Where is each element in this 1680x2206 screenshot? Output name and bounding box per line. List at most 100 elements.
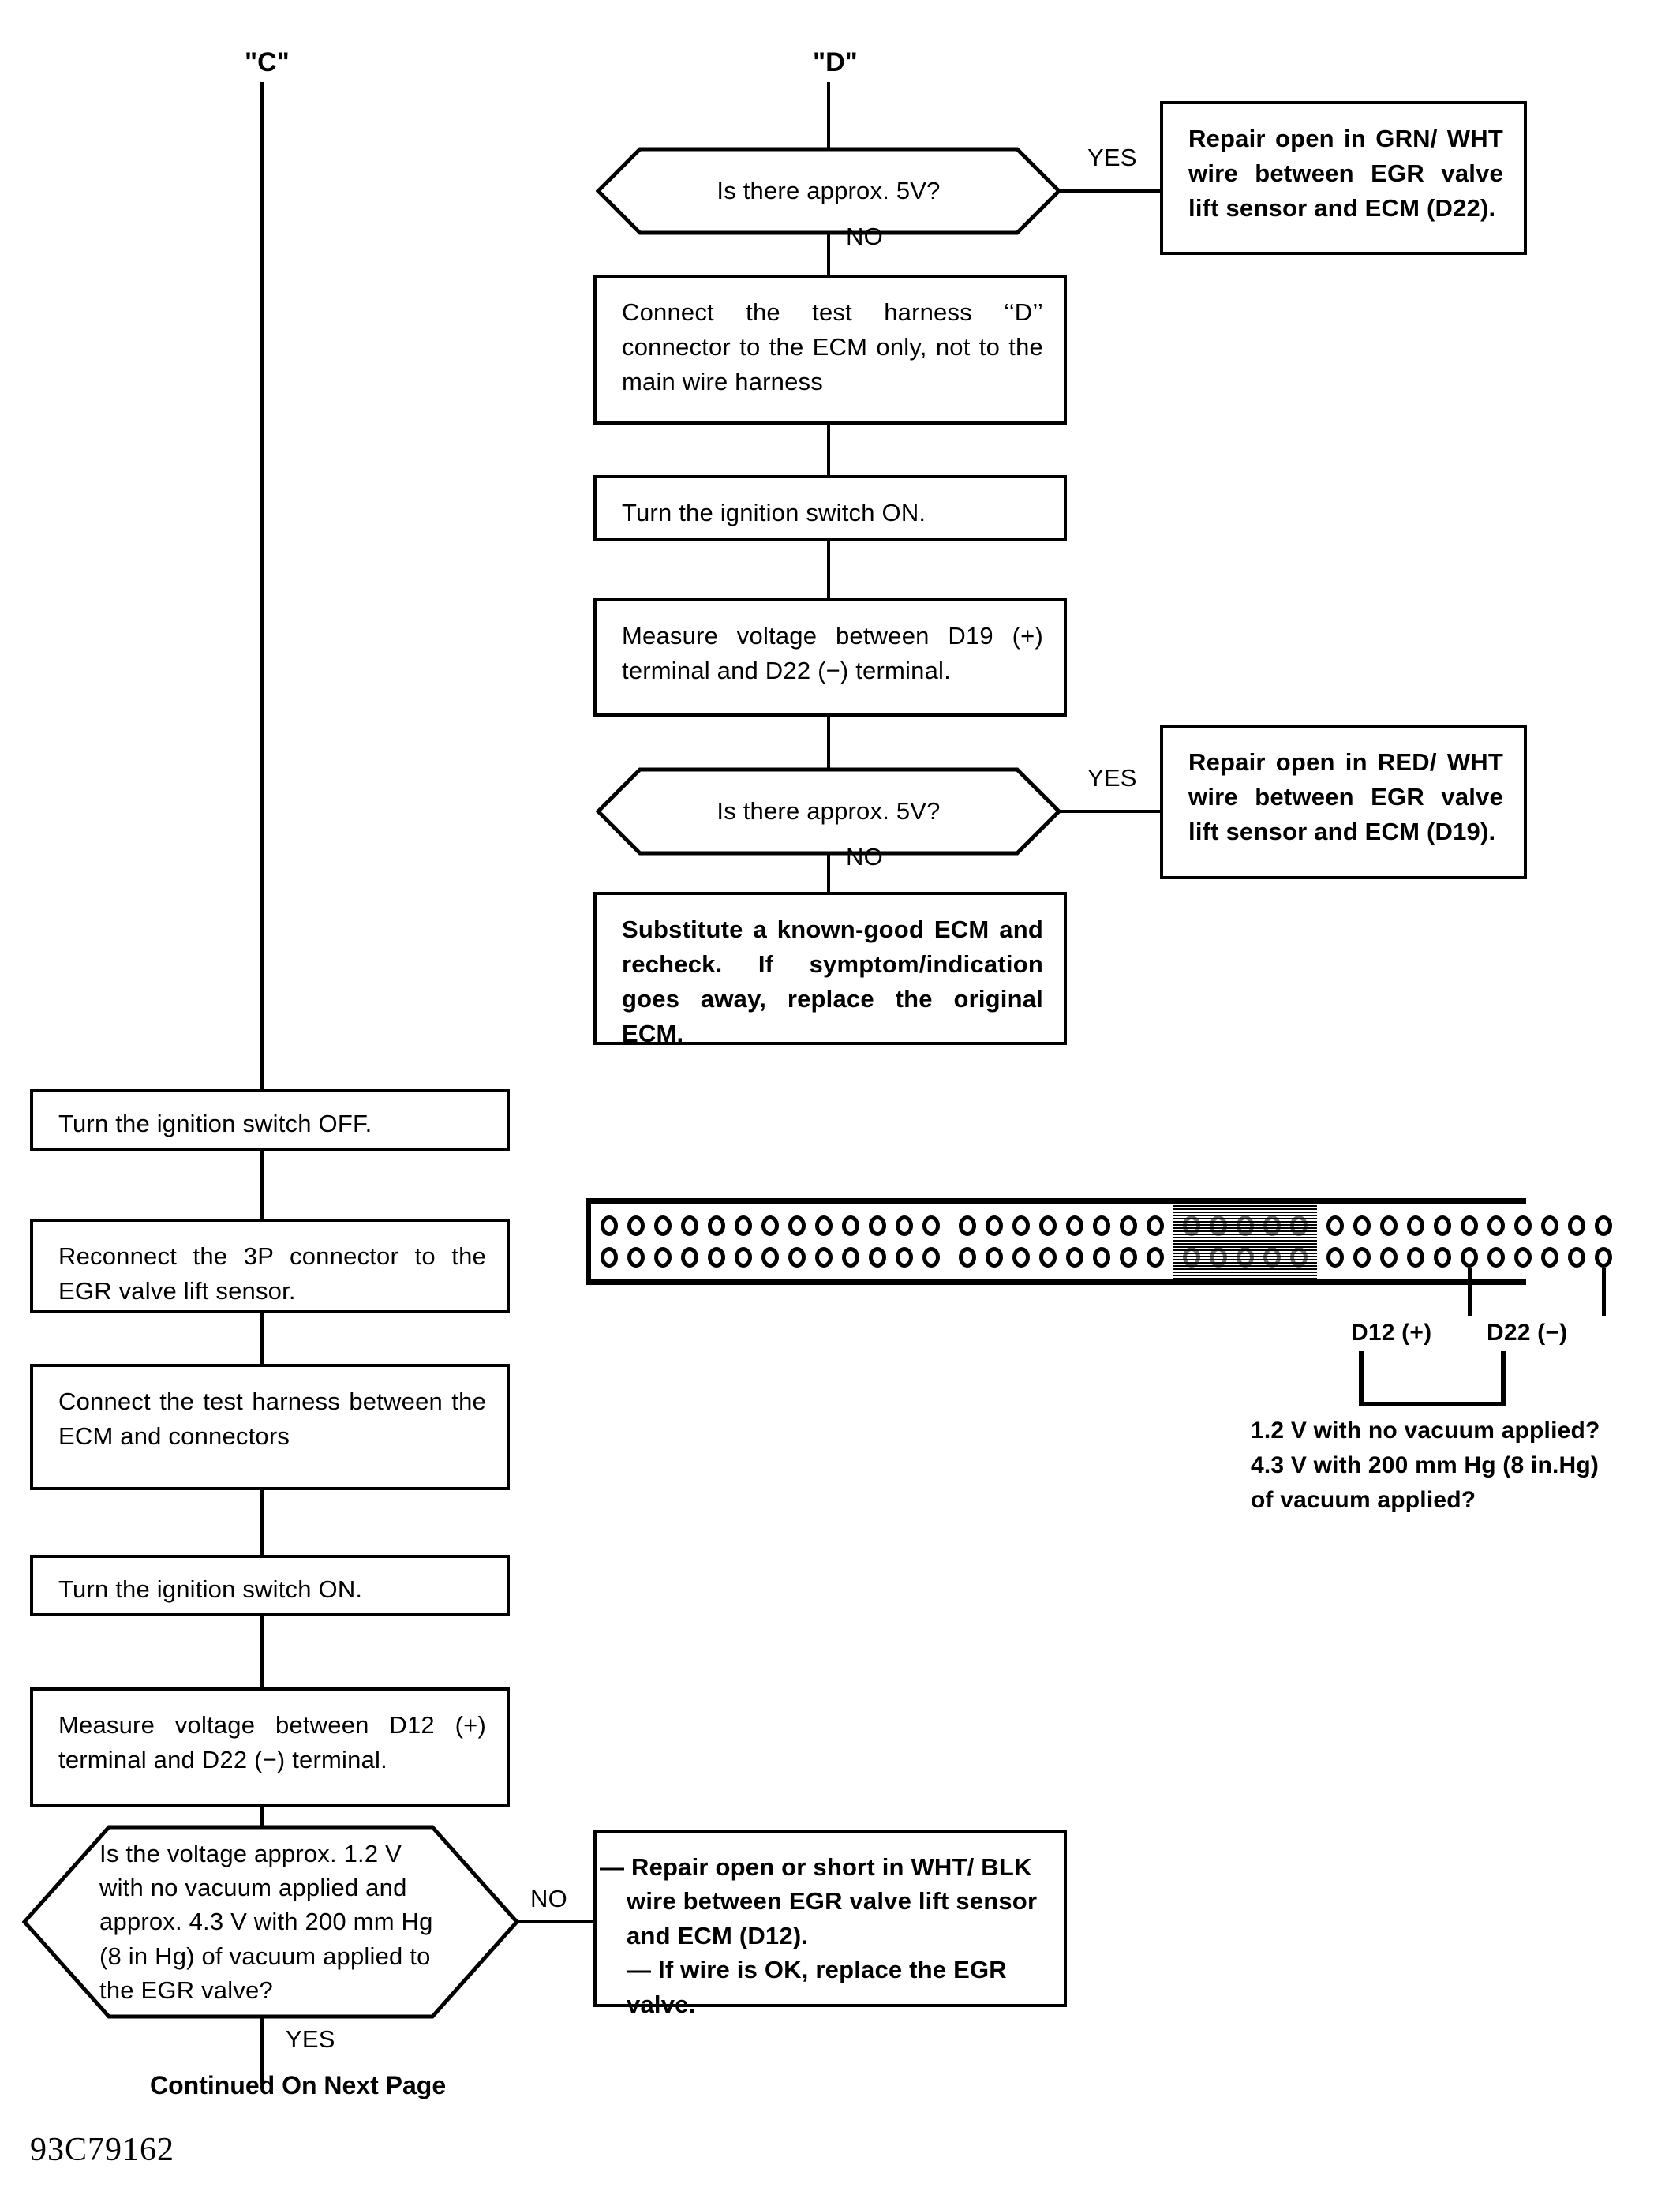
pin-row xyxy=(959,1215,1164,1236)
pin-block-shaded xyxy=(1173,1204,1317,1279)
yes-label-1: YES xyxy=(1087,144,1137,171)
connector-pin xyxy=(842,1247,859,1268)
connector-pin xyxy=(815,1215,833,1236)
connector-pin xyxy=(788,1215,806,1236)
connector-pin xyxy=(1353,1215,1371,1236)
pin-row xyxy=(601,1247,940,1268)
connector-pin xyxy=(1066,1215,1083,1236)
connector-pin xyxy=(1514,1215,1532,1236)
step-ignition-off: Turn the ignition switch OFF. xyxy=(30,1089,510,1151)
connector-pin xyxy=(1183,1215,1200,1236)
action-repair-wht-blk-text: — Repair open or short in WHT/ BLK wire … xyxy=(600,1853,1038,2018)
step-ignition-on-left: Turn the ignition switch ON. xyxy=(30,1555,510,1616)
connector-pin xyxy=(1461,1215,1478,1236)
connector-line-c-3 xyxy=(260,1489,264,1556)
connector-pin xyxy=(1263,1247,1281,1268)
no-label-final: NO xyxy=(530,1885,567,1912)
connector-pin xyxy=(1039,1247,1057,1268)
connector-pin xyxy=(1434,1215,1451,1236)
connector-pin xyxy=(1407,1215,1424,1236)
connector-line-c-2 xyxy=(260,1312,264,1365)
connector-pin xyxy=(1066,1247,1083,1268)
connector-pin xyxy=(788,1247,806,1268)
connector-pin xyxy=(1012,1215,1030,1236)
pin-block-right xyxy=(1317,1204,1622,1279)
decision-label: Is there approx. 5V? xyxy=(717,177,941,205)
measurement-bracket xyxy=(1359,1351,1506,1406)
connector-pin xyxy=(869,1215,886,1236)
pin-row xyxy=(1326,1215,1612,1236)
step-connect-test-harness-text: Connect the test harness between the ECM… xyxy=(58,1388,486,1451)
connector-pin xyxy=(1568,1247,1585,1268)
connector-note-line-2: 4.3 V with 200 mm Hg (8 in.Hg) xyxy=(1251,1452,1600,1478)
step-connect-test-harness-d-text: Connect the test harness ‘‘D’’ connector… xyxy=(622,298,1043,396)
pin-label-d22: D22 (−) xyxy=(1487,1320,1568,1346)
yes-label-final: YES xyxy=(286,2025,335,2053)
continued-next-page-label: Continued On Next Page xyxy=(150,2071,447,2099)
step-measure-voltage-d12: Measure voltage between D12 (+) terminal… xyxy=(30,1687,510,1807)
connector-line-no-1 xyxy=(827,234,830,278)
connector-line-yes-2 xyxy=(1059,810,1162,813)
connector-pin xyxy=(627,1247,645,1268)
decision-shape xyxy=(22,1825,519,2019)
connector-pin xyxy=(1380,1215,1398,1236)
action-repair-wht-blk: — Repair open or short in WHT/ BLK wire … xyxy=(593,1830,1067,2018)
page-marker-c: "C" xyxy=(245,47,290,77)
pin-block-left xyxy=(591,1204,949,1279)
connector-pin xyxy=(654,1215,672,1236)
pin-row xyxy=(1183,1247,1308,1268)
connector-pin xyxy=(1326,1215,1344,1236)
decision-shape xyxy=(596,767,1061,856)
pin-label-d12: D12 (+) xyxy=(1351,1320,1432,1346)
connector-line-no-2 xyxy=(827,854,830,895)
pin-leader-d22 xyxy=(1602,1268,1606,1316)
step-reconnect-3p-connector-text: Reconnect the 3P connector to the EGR va… xyxy=(58,1242,486,1305)
connector-pin xyxy=(1290,1247,1308,1268)
step-ignition-off-text: Turn the ignition switch OFF. xyxy=(58,1110,372,1137)
connector-pin xyxy=(986,1215,1003,1236)
decision-label: Is the voltage approx. 1.2 V with no vac… xyxy=(99,1839,433,2005)
connector-pin xyxy=(869,1247,886,1268)
step-connect-test-harness-d: Connect the test harness ‘‘D’’ connector… xyxy=(593,275,1067,425)
connector-pin xyxy=(735,1247,752,1268)
connector-pin xyxy=(1012,1247,1030,1268)
connector-pin xyxy=(654,1247,672,1268)
decision-shape xyxy=(596,147,1061,235)
connector-pin xyxy=(1120,1247,1137,1268)
action-repair-red-wht: Repair open in RED/ WHT wire between EGR… xyxy=(1160,725,1527,879)
decision-voltage-1-2-4-3: Is the voltage approx. 1.2 V with no vac… xyxy=(22,1825,519,2019)
step-ignition-on-right: Turn the ignition switch ON. xyxy=(593,475,1067,541)
pin-block-middle xyxy=(949,1204,1173,1279)
connector-pin xyxy=(815,1247,833,1268)
pin-row xyxy=(1183,1215,1308,1236)
figure-code: 93C79162 xyxy=(30,2132,175,2168)
connector-pin xyxy=(627,1215,645,1236)
connector-pin xyxy=(922,1215,940,1236)
connector-pin xyxy=(1568,1215,1585,1236)
pin-row xyxy=(601,1215,940,1236)
step-connect-test-harness: Connect the test harness between the ECM… xyxy=(30,1364,510,1490)
connector-pin xyxy=(1147,1215,1164,1236)
connector-pin xyxy=(708,1247,725,1268)
connector-line-d-3 xyxy=(827,715,830,769)
connector-pin xyxy=(1237,1215,1254,1236)
connector-pin xyxy=(735,1215,752,1236)
connector-pin xyxy=(1120,1215,1137,1236)
no-label-1: NO xyxy=(846,223,883,250)
connector-pin xyxy=(1147,1247,1164,1268)
connector-pin xyxy=(761,1215,779,1236)
step-measure-voltage-d19-text: Measure voltage between D19 (+) terminal… xyxy=(622,622,1043,685)
action-repair-red-wht-text: Repair open in RED/ WHT wire between EGR… xyxy=(1188,748,1503,846)
action-substitute-ecm: Substitute a known-good ECM and recheck.… xyxy=(593,892,1067,1047)
connector-line-c-4 xyxy=(260,1615,264,1689)
decision-is-there-5v-1: Is there approx. 5V? xyxy=(596,147,1061,235)
ecm-connector-diagram xyxy=(586,1198,1622,1285)
connector-pin xyxy=(1263,1215,1281,1236)
connector-pin xyxy=(1487,1215,1505,1236)
page-marker-d: "D" xyxy=(813,47,858,77)
decision-label: Is there approx. 5V? xyxy=(717,797,941,826)
connector-pin xyxy=(922,1247,940,1268)
step-ignition-on-left-text: Turn the ignition switch ON. xyxy=(58,1575,363,1603)
connector-line-d-1 xyxy=(827,423,830,477)
